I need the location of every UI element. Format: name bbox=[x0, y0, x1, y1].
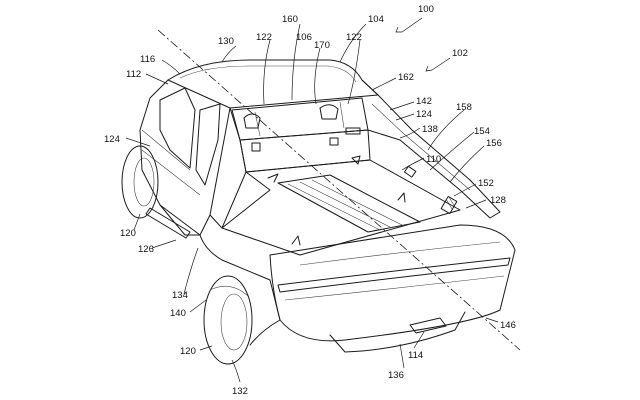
bed-right-rail bbox=[361, 79, 501, 219]
label-134: 134 bbox=[172, 290, 188, 301]
label-160: 160 bbox=[282, 14, 298, 25]
side-step bbox=[145, 207, 191, 239]
bed-floor bbox=[221, 159, 461, 256]
label-114: 114 bbox=[408, 350, 423, 361]
label-162: 162 bbox=[398, 72, 414, 83]
cab-body bbox=[139, 79, 231, 236]
leader-lines bbox=[125, 17, 499, 383]
label-158: 158 bbox=[456, 102, 472, 113]
tailgate-vent bbox=[440, 195, 458, 215]
label-136: 136 bbox=[388, 370, 404, 381]
label-154: 154 bbox=[474, 126, 490, 137]
wall-outlet-right bbox=[329, 137, 339, 146]
side-window-rear bbox=[195, 103, 221, 186]
label-116: 116 bbox=[140, 54, 155, 65]
label-146: 146 bbox=[500, 320, 516, 331]
label-110: 110 bbox=[426, 154, 441, 165]
label-126: 126 bbox=[138, 244, 154, 255]
label-124b: 124 bbox=[416, 109, 432, 120]
label-120a: 120 bbox=[120, 228, 136, 239]
headrest-left bbox=[243, 113, 261, 129]
rear-bumper bbox=[329, 311, 466, 353]
rear-wheel bbox=[203, 275, 253, 365]
left-fender bbox=[199, 234, 281, 346]
floor-arrow-b bbox=[291, 235, 301, 246]
label-142: 142 bbox=[416, 96, 432, 107]
tail-light-bar bbox=[277, 257, 511, 293]
floor-arrow-a bbox=[267, 173, 279, 183]
label-120b: 120 bbox=[180, 346, 196, 357]
hitch bbox=[409, 317, 447, 334]
front-wheel bbox=[121, 145, 159, 219]
label-170: 170 bbox=[314, 40, 330, 51]
cab-roof bbox=[167, 59, 379, 109]
label-122b: 122 bbox=[346, 32, 362, 43]
floor-arrow-c bbox=[397, 192, 406, 203]
label-156: 156 bbox=[486, 138, 502, 149]
headrest-right bbox=[319, 104, 339, 120]
label-124a: 124 bbox=[104, 134, 120, 145]
label-100: 100 bbox=[418, 4, 434, 15]
label-152: 152 bbox=[478, 178, 494, 189]
bed-left-rail bbox=[209, 107, 271, 229]
label-128: 128 bbox=[490, 195, 506, 206]
side-window bbox=[159, 87, 196, 169]
reference-numerals: 100 102 104 160 106 170 122 122 130 116 … bbox=[104, 4, 516, 397]
label-104: 104 bbox=[368, 14, 384, 25]
rocker-panel bbox=[159, 204, 201, 236]
label-122a: 122 bbox=[256, 32, 272, 43]
label-132: 132 bbox=[232, 386, 248, 397]
label-140: 140 bbox=[170, 308, 186, 319]
center-axis bbox=[157, 29, 521, 351]
label-106: 106 bbox=[296, 32, 312, 43]
label-112: 112 bbox=[126, 69, 141, 80]
tailgate bbox=[269, 224, 516, 342]
wall-outlet-left bbox=[251, 142, 261, 152]
label-130: 130 bbox=[218, 36, 234, 47]
side-outlet bbox=[403, 165, 417, 178]
label-138: 138 bbox=[422, 124, 438, 135]
wall-outlet-far bbox=[345, 127, 361, 135]
label-102: 102 bbox=[452, 48, 468, 59]
